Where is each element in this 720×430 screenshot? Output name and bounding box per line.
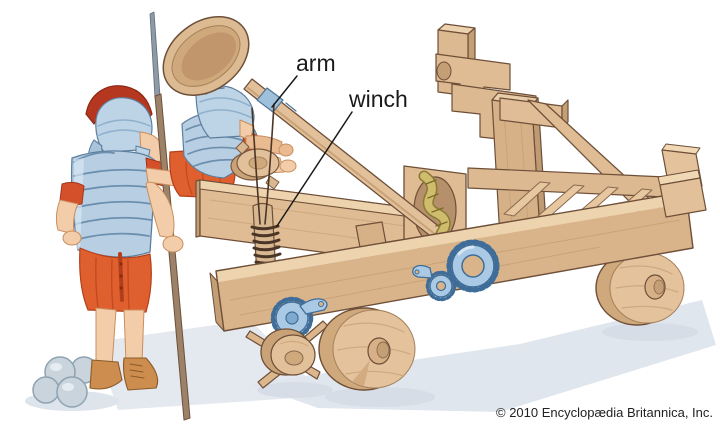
winch-ropes (251, 103, 275, 225)
stone-balls (32, 356, 98, 408)
catapult-frame (162, 16, 707, 391)
arm-leader-line (271, 75, 298, 108)
standing-soldier (55, 11, 191, 421)
ratchet-gears (412, 239, 500, 302)
winch-label: winch (348, 86, 408, 112)
windlass (230, 140, 280, 190)
main-wheel (318, 307, 416, 391)
capstan-wheel (245, 320, 329, 389)
soldier-right-hand (162, 235, 184, 253)
arm-label: arm (296, 50, 336, 76)
right-wheel (595, 250, 685, 326)
throwing-arm (243, 78, 461, 254)
winch-leader-line (276, 111, 353, 227)
soldier-armor (70, 150, 157, 258)
soldier-right-arm (145, 179, 175, 239)
soldier-legs (95, 307, 145, 367)
spoon-cup (162, 16, 250, 96)
soldier-left-hand (62, 230, 82, 246)
credit-line: © 2010 Encyclopædia Britannica, Inc. (496, 405, 713, 420)
callouts: arm winch (271, 50, 408, 227)
soldier-tunic (79, 247, 152, 313)
soldier-boots (89, 357, 159, 391)
